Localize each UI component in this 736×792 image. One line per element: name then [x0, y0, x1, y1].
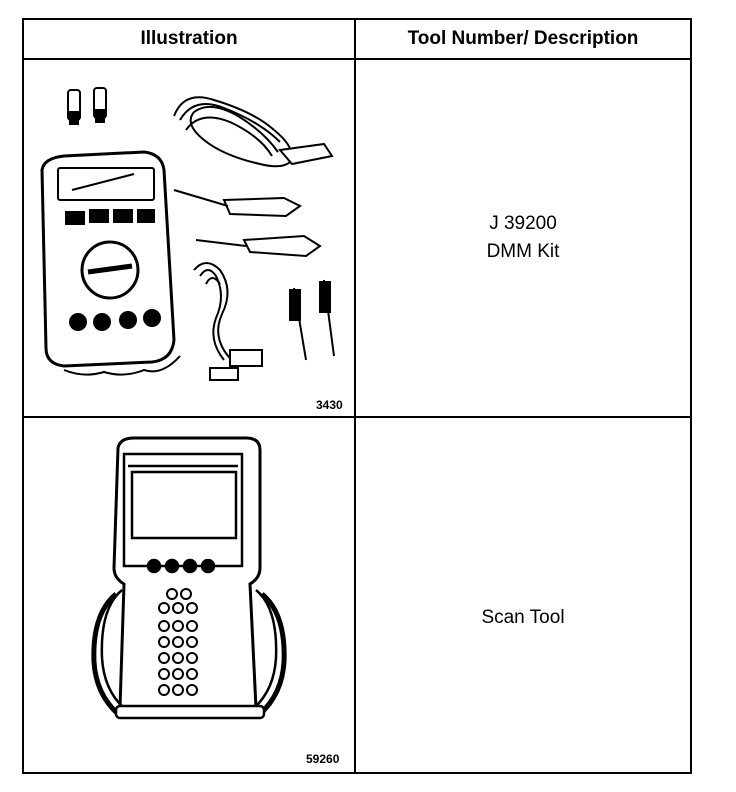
- scan-tool-icon: [91, 436, 287, 720]
- header-illustration: Illustration: [140, 28, 238, 49]
- tool-description: Scan Tool: [481, 607, 565, 628]
- figure-number: 59260: [306, 752, 340, 766]
- table-row: 59260 Scan Tool: [24, 418, 690, 772]
- tool-description: DMM Kit: [486, 241, 560, 262]
- table-row: 3430 J 39200 DMM Kit: [24, 60, 690, 418]
- digital-multimeter-kit-icon: [40, 87, 335, 381]
- tool-description-cell: J 39200 DMM Kit: [356, 210, 690, 266]
- illustration-cell: 59260: [24, 418, 354, 772]
- tool-description-cell: Scan Tool: [356, 604, 690, 632]
- figure-number: 3430: [316, 398, 343, 412]
- column-divider: [354, 20, 356, 772]
- tool-number: J 39200: [489, 213, 557, 234]
- tool-table: Illustration Tool Number/ Description: [22, 18, 692, 774]
- table-header: Illustration Tool Number/ Description: [24, 20, 690, 60]
- illustration-cell: 3430: [24, 60, 354, 416]
- header-tool-description: Tool Number/ Description: [407, 28, 639, 49]
